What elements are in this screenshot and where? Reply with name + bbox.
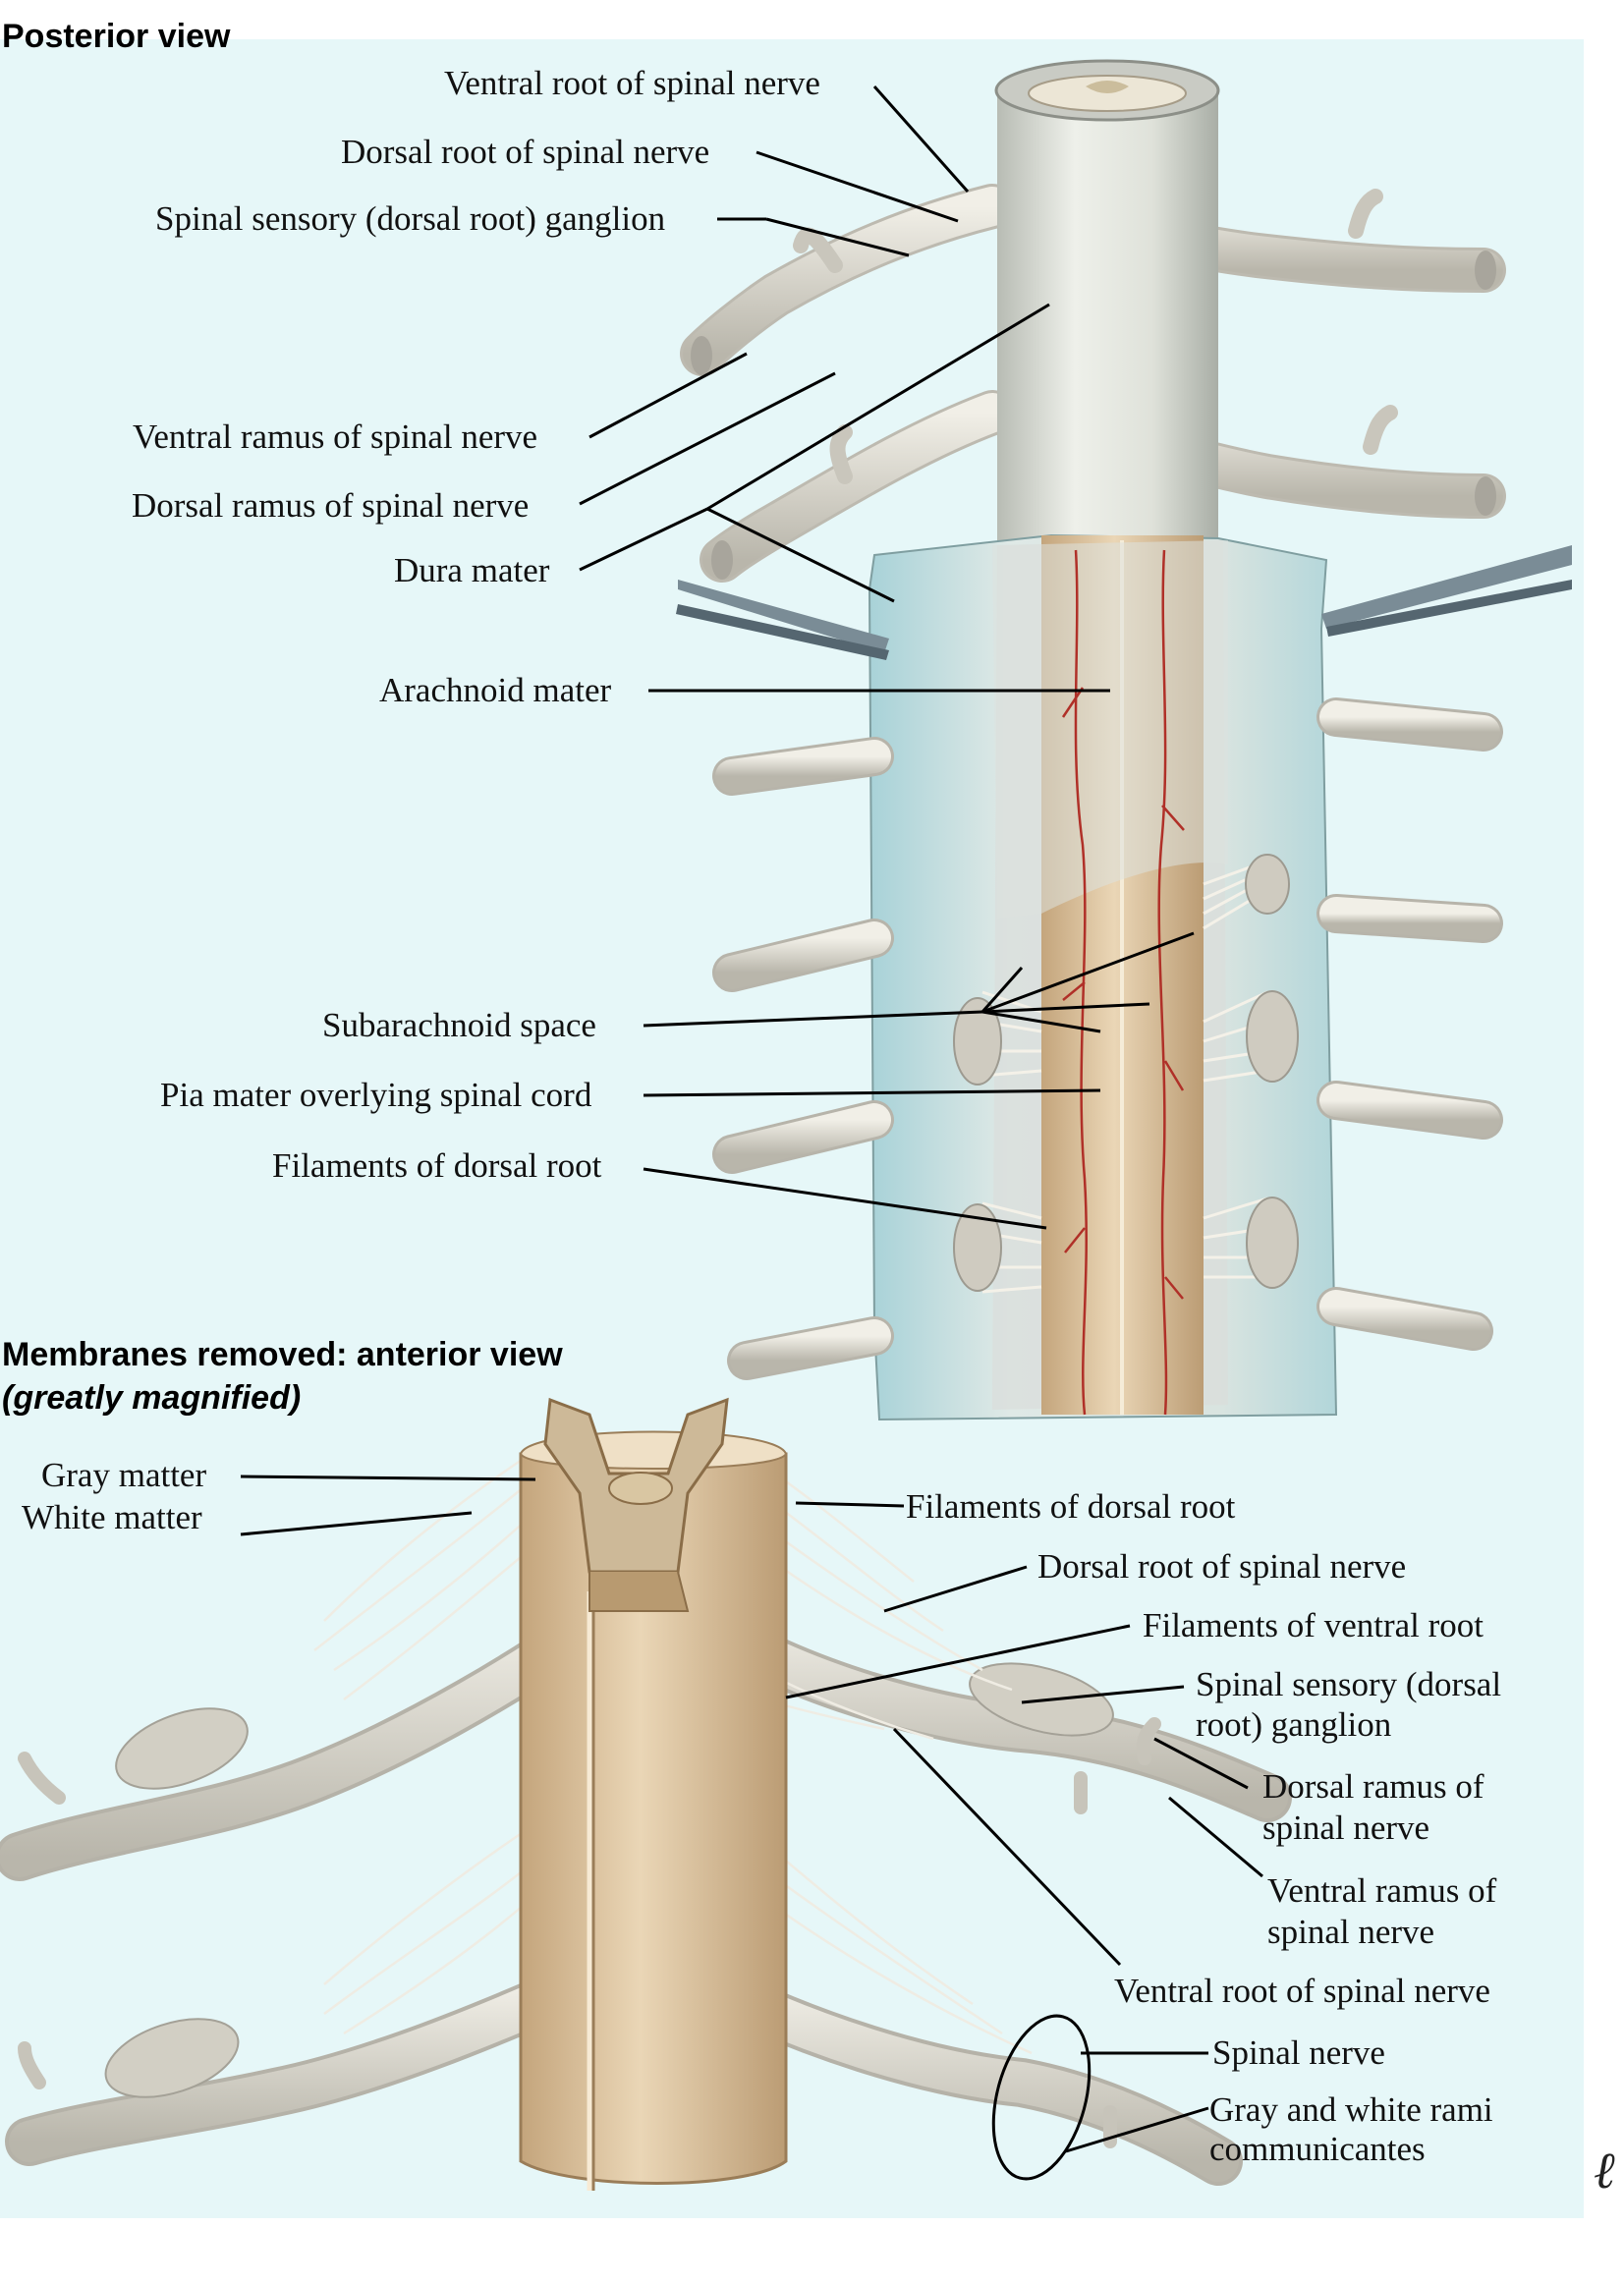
label-pia-mater: Pia mater overlying spinal cord [160,1076,592,1114]
label-dura-mater: Dura mater [394,551,550,589]
leader-lines [240,85,1263,2153]
forceps-right [1321,545,1572,637]
label-ventral-root-top: Ventral root of spinal nerve [444,64,820,102]
label-rami-line1: Gray and white rami [1209,2090,1493,2129]
label-dorsal-root-top: Dorsal root of spinal nerve [341,133,710,171]
label-ventral-ramus-line1: Ventral ramus of [1267,1871,1497,1910]
label-subarachnoid-space: Subarachnoid space [322,1006,596,1044]
label-ganglion-line2: root) ganglion [1196,1705,1392,1744]
label-dorsal-ramus-line1: Dorsal ramus of [1262,1767,1484,1806]
posterior-view-heading: Posterior view [2,18,231,55]
label-filaments-dorsal-bottom: Filaments of dorsal root [906,1487,1236,1526]
label-ventral-ramus-line2: spinal nerve [1267,1913,1435,1951]
posterior-view-illustration [676,59,1572,1421]
nerve-cut-ends [691,251,1496,580]
label-gray-matter: Gray matter [41,1456,207,1494]
label-dorsal-root-bottom: Dorsal root of spinal nerve [1037,1547,1407,1586]
label-filaments-ventral: Filaments of ventral root [1143,1606,1484,1644]
label-spinal-nerve: Spinal nerve [1212,2033,1385,2072]
label-dorsal-ramus-line2: spinal nerve [1262,1809,1430,1847]
greatly-magnified-subheading: (greatly magnified) [2,1379,302,1417]
label-ganglion-line1: Spinal sensory (dorsal [1196,1665,1502,1703]
label-ventral-ramus-top: Ventral ramus of spinal nerve [133,418,538,456]
label-filaments-dorsal-top: Filaments of dorsal root [272,1146,602,1185]
membranes-removed-heading: Membranes removed: anterior view [2,1336,563,1373]
label-dorsal-ramus-top: Dorsal ramus of spinal nerve [132,486,530,525]
label-white-matter: White matter [22,1498,202,1536]
dura-tube [997,88,1218,550]
artist-signature: ℓ [1594,2142,1615,2200]
label-arachnoid-mater: Arachnoid mater [379,671,612,709]
label-rami-line2: communicantes [1209,2130,1426,2168]
forceps-left [676,580,889,660]
label-ventral-root-bottom: Ventral root of spinal nerve [1114,1972,1490,2010]
anterior-view-illustration [0,1397,1292,2191]
label-spinal-ganglion-top: Spinal sensory (dorsal root) ganglion [155,199,666,238]
